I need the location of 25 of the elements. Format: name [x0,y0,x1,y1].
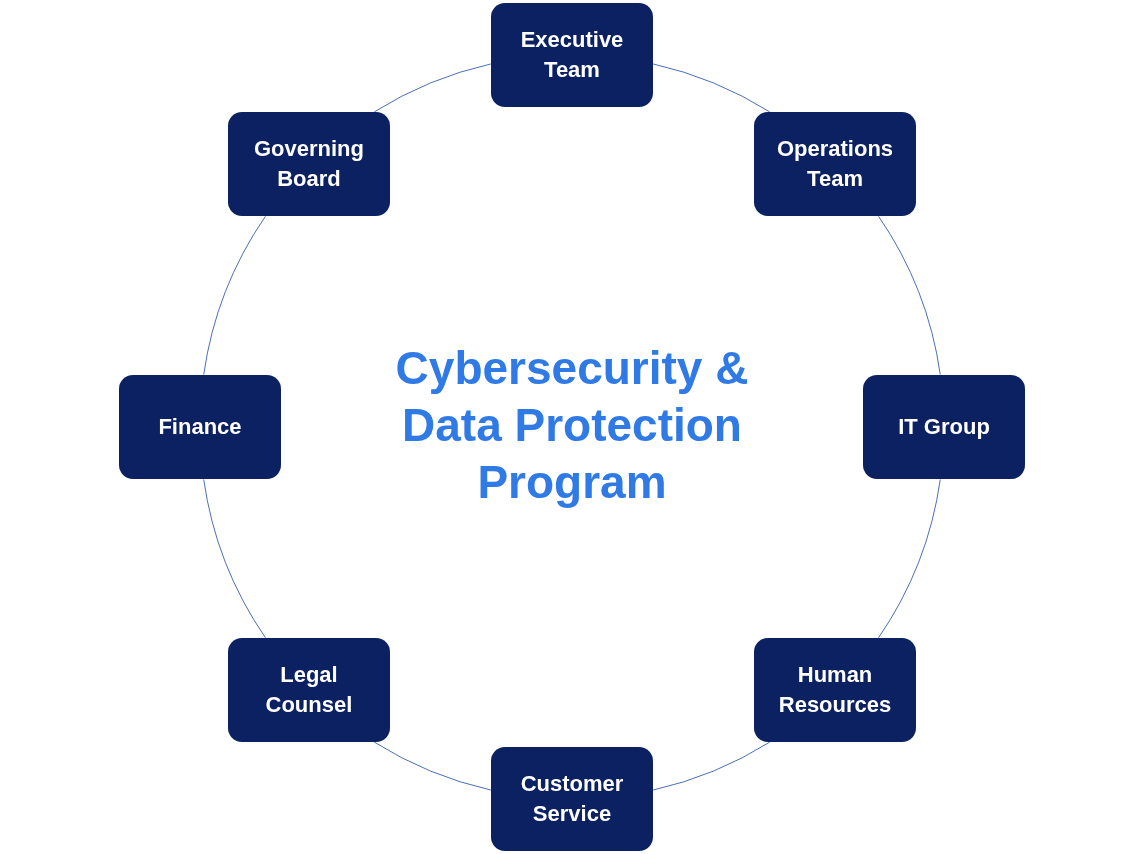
center-title: Cybersecurity & Data Protection Program [394,341,750,510]
connector-arc [878,215,941,376]
department-box [491,3,653,107]
connector-arc [203,478,266,639]
department-label: Human Resources [777,661,893,720]
department-label: Legal Counsel [264,661,354,720]
department-box [227,638,390,743]
department-box [119,375,281,479]
department-label: Operations Team [775,134,895,193]
connector-arc [652,63,771,113]
department-label: Executive Team [519,26,625,84]
connector-arc [373,741,492,791]
department-label: Customer Service [519,770,625,828]
department-box [754,111,917,216]
department-box [491,747,653,851]
department-box [863,375,1025,479]
department-box [754,638,917,743]
department-box [227,111,390,216]
connector-arc [652,741,771,791]
connector-arc [878,478,941,639]
department-label: Governing Board [252,134,365,193]
connector-arc [373,63,492,113]
connector-arc [203,215,266,376]
department-label: Finance [158,413,242,441]
department-label: IT Group [898,413,990,441]
